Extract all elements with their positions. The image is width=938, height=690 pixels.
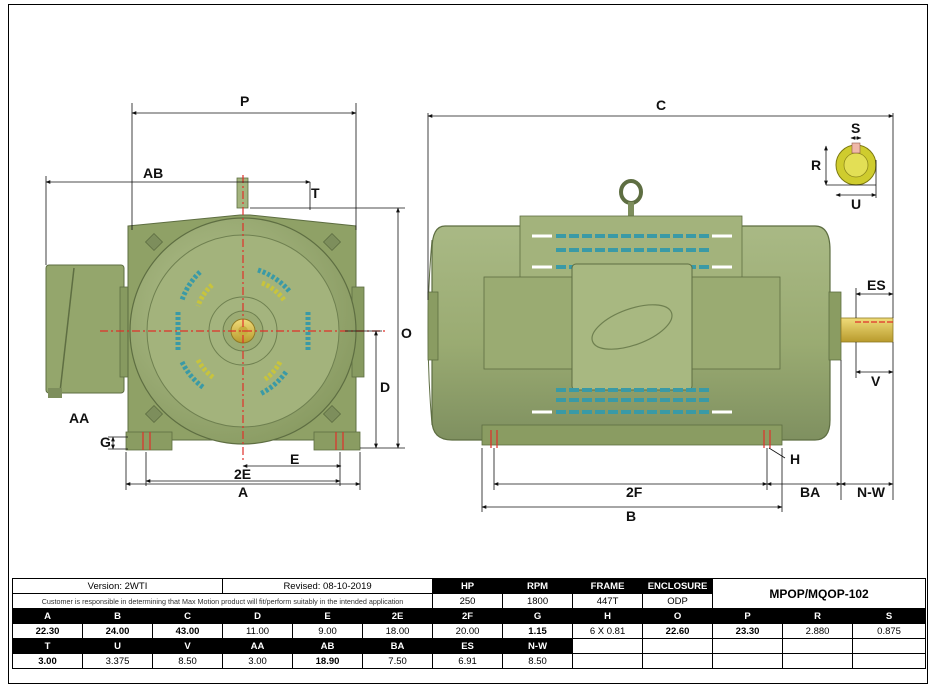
- label-BA: BA: [800, 484, 820, 500]
- label-H: H: [790, 451, 800, 467]
- dim-header: 2F: [432, 608, 504, 624]
- dim-value: 11.00: [222, 623, 294, 639]
- label-N-W: N-W: [857, 484, 886, 500]
- dim-value: 8.50: [151, 653, 224, 669]
- label-2E: 2E: [234, 466, 251, 482]
- dim-value: 1.15: [502, 623, 574, 639]
- hp-value: 250: [432, 593, 504, 609]
- dim-header: ES: [432, 638, 504, 654]
- dim-value: 8.50: [502, 653, 574, 669]
- empty-cell: [572, 638, 644, 654]
- dims-value-row-1: 22.30 24.00 43.00 11.00 9.00 18.00 20.00…: [12, 623, 927, 639]
- dim-value: 3.375: [82, 653, 153, 669]
- dimension-labels: P AB T O D AA G E 2E A C S R U ES V H 2F…: [69, 93, 886, 524]
- rpm-header: RPM: [502, 578, 574, 594]
- dim-value: 3.00: [222, 653, 294, 669]
- label-2F: 2F: [626, 484, 643, 500]
- label-B: B: [626, 508, 636, 524]
- shaft-end-view: [835, 142, 877, 186]
- empty-cell: [572, 653, 644, 669]
- dim-value: 22.30: [12, 623, 83, 639]
- dim-header: P: [712, 608, 784, 624]
- dim-header: D: [222, 608, 294, 624]
- empty-cell: [712, 638, 784, 654]
- dims-value-row-2: 3.00 3.375 8.50 3.00 18.90 7.50 6.91 8.5…: [12, 653, 927, 669]
- label-C: C: [656, 97, 666, 113]
- dim-header: AB: [292, 638, 364, 654]
- dim-value: 0.875: [852, 623, 927, 639]
- empty-cell: [782, 638, 854, 654]
- dim-value: 2.880: [782, 623, 854, 639]
- hp-header: HP: [432, 578, 504, 594]
- label-T: T: [311, 185, 320, 201]
- dim-header: N-W: [502, 638, 574, 654]
- dim-value: 43.00: [151, 623, 224, 639]
- dim-header: B: [82, 608, 153, 624]
- dim-value: 23.30: [712, 623, 784, 639]
- dims-header-row-1: A B C D E 2E 2F G H O P R S: [12, 608, 927, 624]
- dim-value: 6.91: [432, 653, 504, 669]
- version-cell: Version: 2WTI: [11, 578, 224, 594]
- dim-header: T: [12, 638, 83, 654]
- label-ES: ES: [867, 277, 886, 293]
- info-row-2: Customer is responsible in determining t…: [11, 593, 926, 609]
- dim-header: 2E: [362, 608, 434, 624]
- rpm-value: 1800: [502, 593, 574, 609]
- empty-cell: [712, 653, 784, 669]
- dim-header: S: [852, 608, 927, 624]
- label-V: V: [871, 373, 881, 389]
- dim-value: 9.00: [292, 623, 364, 639]
- enclosure-value: ODP: [642, 593, 714, 609]
- info-row-1: Version: 2WTI Revised: 08-10-2019 HP RPM…: [11, 578, 927, 609]
- side-view: [427, 113, 894, 512]
- dims-header-row-2: T U V AA AB BA ES N-W: [12, 638, 927, 654]
- dim-header: U: [82, 638, 153, 654]
- dim-header: G: [502, 608, 574, 624]
- label-A: A: [238, 484, 248, 500]
- dim-header: BA: [362, 638, 434, 654]
- motor-dimension-drawing: P AB T O D AA G E 2E A C S R U ES V H 2F…: [45, 93, 894, 524]
- label-U: U: [851, 196, 861, 212]
- empty-cell: [852, 638, 927, 654]
- dim-value: 7.50: [362, 653, 434, 669]
- dim-header: C: [151, 608, 224, 624]
- frame-header: FRAME: [572, 578, 644, 594]
- dim-header: AA: [222, 638, 294, 654]
- dim-value: 20.00: [432, 623, 504, 639]
- dim-value: 6 X 0.81: [572, 623, 644, 639]
- model-cell: MPOP/MQOP-102: [712, 578, 927, 609]
- dim-value: 24.00: [82, 623, 153, 639]
- dim-header: E: [292, 608, 364, 624]
- dim-header: V: [151, 638, 224, 654]
- empty-cell: [782, 653, 854, 669]
- dim-value: 18.00: [362, 623, 434, 639]
- front-view: [45, 103, 405, 490]
- spec-table: Version: 2WTI Revised: 08-10-2019 HP RPM…: [11, 578, 927, 669]
- dim-value: 22.60: [642, 623, 714, 639]
- dim-header: A: [12, 608, 83, 624]
- empty-cell: [642, 653, 714, 669]
- front-vents: [175, 267, 311, 397]
- dim-header: H: [572, 608, 644, 624]
- empty-cell: [852, 653, 927, 669]
- label-G: G: [100, 434, 111, 450]
- dim-value: 3.00: [12, 653, 83, 669]
- label-AA: AA: [69, 410, 89, 426]
- dim-header: R: [782, 608, 854, 624]
- label-P: P: [240, 93, 249, 109]
- label-E: E: [290, 451, 299, 467]
- label-S: S: [851, 120, 860, 136]
- bottom-vents: [532, 388, 732, 414]
- disclaimer-cell: Customer is responsible in determining t…: [11, 593, 434, 609]
- label-R: R: [811, 157, 821, 173]
- label-D: D: [380, 379, 390, 395]
- frame-value: 447T: [572, 593, 644, 609]
- revised-cell: Revised: 08-10-2019: [222, 578, 434, 594]
- enclosure-header: ENCLOSURE: [642, 578, 714, 594]
- label-O: O: [401, 325, 412, 341]
- dim-header: O: [642, 608, 714, 624]
- dim-value: 18.90: [292, 653, 364, 669]
- empty-cell: [642, 638, 714, 654]
- label-AB: AB: [143, 165, 163, 181]
